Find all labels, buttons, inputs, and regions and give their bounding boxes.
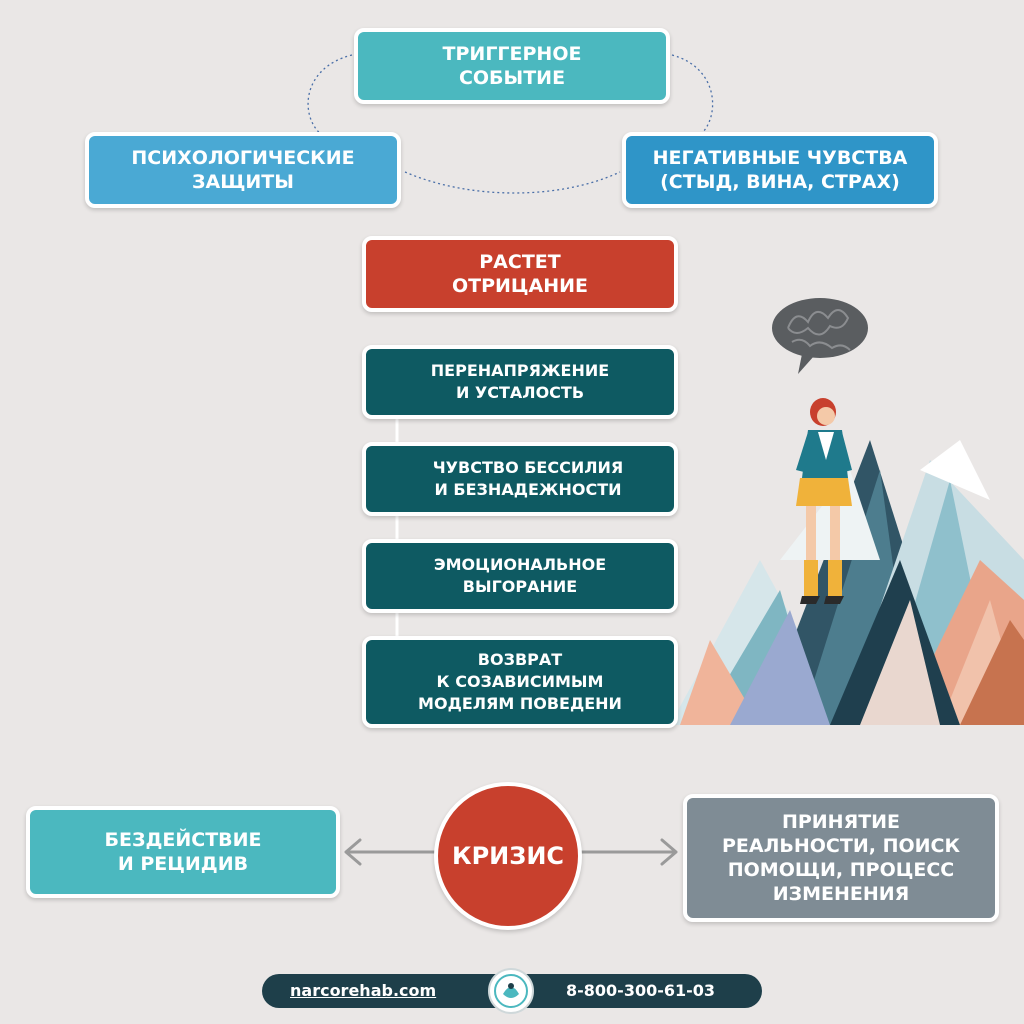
acceptance-box: ПРИНЯТИЕ РЕАЛЬНОСТИ, ПОИСК ПОМОЩИ, ПРОЦЕ…: [683, 794, 999, 922]
trigger-event-box: ТРИГГЕРНОЕ СОБЫТИЕ: [354, 28, 670, 104]
logo-emblem: [488, 968, 534, 1014]
cycle-arc-bottom: [404, 171, 621, 194]
logo-icon: [494, 974, 528, 1008]
growing-denial-box: РАСТЕТ ОТРИЦАНИЕ: [362, 236, 678, 312]
arrow-to-relapse: [344, 838, 438, 866]
website-link[interactable]: narcorehab.com: [290, 981, 437, 1000]
mountains: [670, 440, 1024, 725]
step-helplessness: ЧУВСТВО БЕССИЛИЯ И БЕЗНАДЕЖНОСТИ: [362, 442, 678, 516]
negative-feelings-box: НЕГАТИВНЫЕ ЧУВСТВА (СТЫД, ВИНА, СТРАХ): [622, 132, 938, 208]
arrow-to-acceptance: [578, 838, 678, 866]
inaction-relapse-box: БЕЗДЕЙСТВИЕ И РЕЦИДИВ: [26, 806, 340, 898]
psychological-defenses-box: ПСИХОЛОГИЧЕСКИЕ ЗАЩИТЫ: [85, 132, 401, 208]
cycle-arc-left: [307, 54, 353, 136]
woman-figure: [796, 398, 852, 604]
crisis-circle: КРИЗИС: [434, 782, 582, 930]
step-overstrain: ПЕРЕНАПРЯЖЕНИЕ И УСТАЛОСТЬ: [362, 345, 678, 419]
thought-bubble: [772, 298, 868, 374]
step-burnout: ЭМОЦИОНАЛЬНОЕ ВЫГОРАНИЕ: [362, 539, 678, 613]
cycle-arc-right: [671, 54, 714, 136]
step-return-codependency: ВОЗВРАТ К СОЗАВИСИМЫМ МОДЕЛЯМ ПОВЕДЕНИ: [362, 636, 678, 728]
phone-number[interactable]: 8-800-300-61-03: [566, 981, 716, 1000]
